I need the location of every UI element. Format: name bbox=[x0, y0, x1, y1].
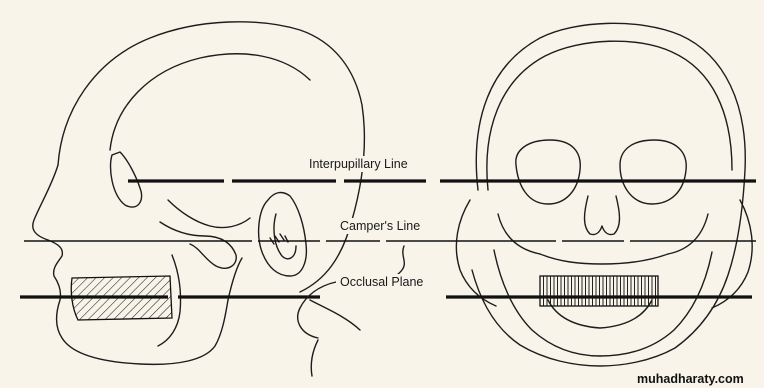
skull-teeth-block bbox=[540, 276, 658, 306]
skull-inner-outline bbox=[487, 41, 732, 190]
profile-maxilla bbox=[160, 222, 236, 268]
profile-skull-contour bbox=[110, 54, 310, 150]
frontal-skull bbox=[456, 23, 752, 366]
skull-maxilla bbox=[540, 254, 668, 264]
skull-right-orbit bbox=[620, 140, 686, 204]
watermark: muhadharaty.com bbox=[637, 372, 744, 386]
skull-left-zygoma bbox=[498, 214, 540, 254]
skull-left-temporal bbox=[456, 200, 496, 306]
skull-left-orbit bbox=[516, 140, 580, 204]
skull-nasal-cavity bbox=[585, 196, 620, 235]
profile-zygomatic bbox=[168, 200, 250, 228]
profile-ear bbox=[259, 193, 307, 276]
profile-neck-front bbox=[311, 340, 318, 376]
skull-right-zygoma bbox=[668, 214, 708, 254]
profile-mandible-ramus bbox=[228, 258, 242, 300]
profile-face-outline bbox=[33, 165, 228, 364]
campers-label: Camper's Line bbox=[340, 219, 420, 233]
profile-head bbox=[33, 22, 365, 376]
profile-ear-canal bbox=[270, 234, 288, 244]
interpupillary-label: Interpupillary Line bbox=[309, 157, 408, 171]
skull-outer-outline bbox=[472, 23, 745, 366]
skull-right-temporal bbox=[712, 200, 752, 308]
occlusal-label: Occlusal Plane bbox=[340, 275, 423, 289]
profile-neck bbox=[310, 300, 360, 330]
